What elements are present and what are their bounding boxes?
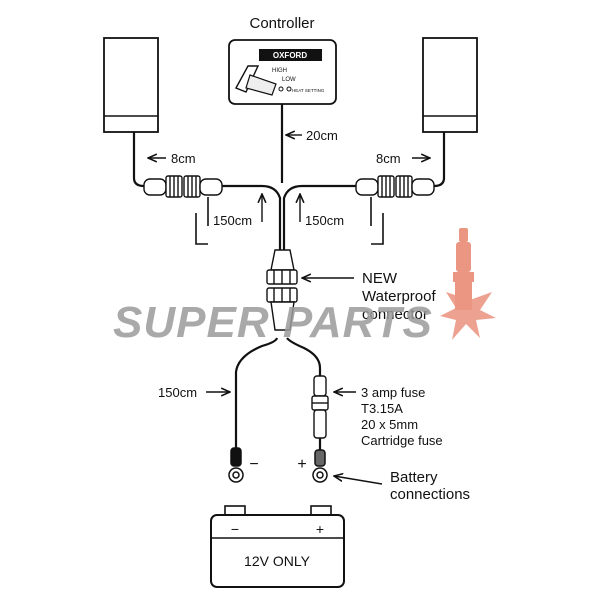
positive-terminal [312,449,328,483]
right-plug-end [370,197,384,245]
positive-polarity-label: + [297,456,306,473]
negative-terminal [228,447,244,483]
wiring [132,104,446,452]
right-grip-lead-length: 8cm [376,151,401,166]
fuse-label-line1: 3 amp fuse [361,385,425,400]
connector-label-line2: Waterproof [362,288,436,305]
low-label: LOW [282,77,296,83]
heat-dial-icon [235,65,277,96]
fuse-label-line2: T3.15A [361,401,403,416]
negative-polarity-label: − [249,456,258,473]
high-label: HIGH [272,68,287,74]
battery [210,505,345,588]
left-grip-connector [143,175,223,198]
battery-connections-line1: Battery [390,469,438,486]
right-heated-grip [422,37,478,133]
controller-title: Controller [249,15,314,32]
left-plug-end [195,197,209,245]
controller-unit: OXFORD HIGH LOW HEAT SETTING [228,39,337,105]
right-branch-length: 150cm [305,213,344,228]
left-branch-length: 150cm [213,213,252,228]
watermark-logo: SUPER PARTS [113,228,496,347]
connector-label-line3: connector [362,306,428,323]
battery-harness-length: 150cm [158,385,197,400]
battery-voltage-label: 12V ONLY [244,553,311,569]
spark-plug-icon [440,228,496,340]
fuse-label-line4: Cartridge fuse [361,433,443,448]
battery-connections-line2: connections [390,486,470,503]
brand-logo: OXFORD [273,51,307,60]
right-grip-connector [355,175,435,198]
waterproof-connector [266,249,298,331]
battery-positive-label: + [316,521,324,537]
fuse-holder [311,375,329,439]
connector-label-line1: NEW [362,270,398,287]
battery-negative-label: − [231,521,239,537]
controller-lead-length: 20cm [306,128,338,143]
heat-setting-label: HEAT SETTING [292,88,325,93]
fuse-label-line3: 20 x 5mm [361,417,418,432]
annotation-arrows [148,135,430,485]
watermark-text: SUPER PARTS [113,298,433,347]
left-grip-lead-length: 8cm [171,151,196,166]
left-heated-grip [103,37,159,133]
